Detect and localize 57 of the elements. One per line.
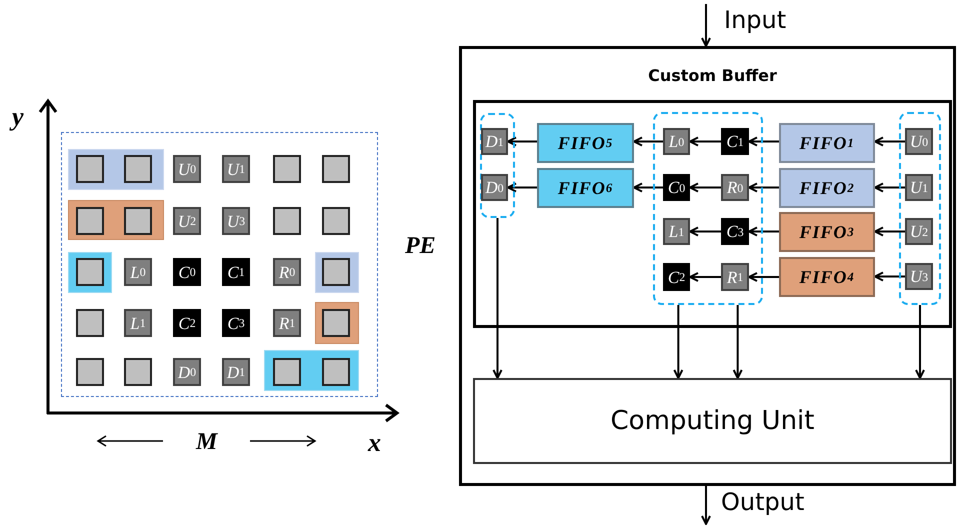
pe-block <box>322 258 350 286</box>
pe-block <box>273 207 301 235</box>
arrow <box>689 136 721 146</box>
group-title: Custom Buffer <box>648 68 777 84</box>
computing-unit-box: Computing Unit <box>473 378 952 464</box>
arrow <box>874 226 905 236</box>
pe-block <box>322 358 350 386</box>
arrow <box>689 272 721 282</box>
io-label: Input <box>724 8 786 32</box>
axis-label: x <box>368 430 381 456</box>
dashed-group <box>480 113 515 218</box>
pe-block <box>124 358 152 386</box>
pe-block <box>273 155 301 183</box>
dimension-label: M <box>196 430 218 454</box>
pe-label: PE <box>405 234 436 258</box>
pe-block <box>322 207 350 235</box>
highlight-band <box>68 200 164 240</box>
axis-label: y <box>12 104 24 130</box>
highlight-band <box>315 302 359 344</box>
pe-box <box>459 46 956 486</box>
pe-block <box>322 309 350 337</box>
pe-block <box>124 155 152 183</box>
arrow <box>633 182 663 192</box>
arrow <box>507 136 537 146</box>
highlight-band <box>315 252 359 293</box>
arrow <box>492 218 502 379</box>
dashed-group <box>899 112 941 305</box>
pe-block <box>76 358 104 386</box>
arrow <box>689 226 721 236</box>
pe-block <box>76 309 104 337</box>
pe-block <box>76 258 104 286</box>
arrow <box>915 305 925 379</box>
arrow <box>673 305 684 379</box>
arrow <box>748 136 779 146</box>
arrow <box>874 182 905 192</box>
arrow <box>701 486 711 525</box>
pe-block <box>322 155 350 183</box>
pe-block <box>273 358 301 386</box>
arrow <box>748 182 779 192</box>
pe-block <box>124 207 152 235</box>
arrow <box>874 136 905 146</box>
arrow <box>507 182 537 192</box>
dashed-group <box>653 112 763 305</box>
dashed-frame <box>61 132 378 397</box>
io-label: Output <box>721 490 804 514</box>
arrow <box>748 272 779 282</box>
highlight-band <box>68 149 164 190</box>
arrow <box>874 272 905 282</box>
pe-block <box>76 207 104 235</box>
highlight-band <box>264 350 359 391</box>
arrow <box>732 305 743 379</box>
arrow <box>633 136 663 146</box>
arrow <box>701 4 711 47</box>
highlight-band <box>68 252 112 293</box>
pe-block <box>76 155 104 183</box>
arrow <box>748 226 779 236</box>
arrow <box>689 182 721 192</box>
